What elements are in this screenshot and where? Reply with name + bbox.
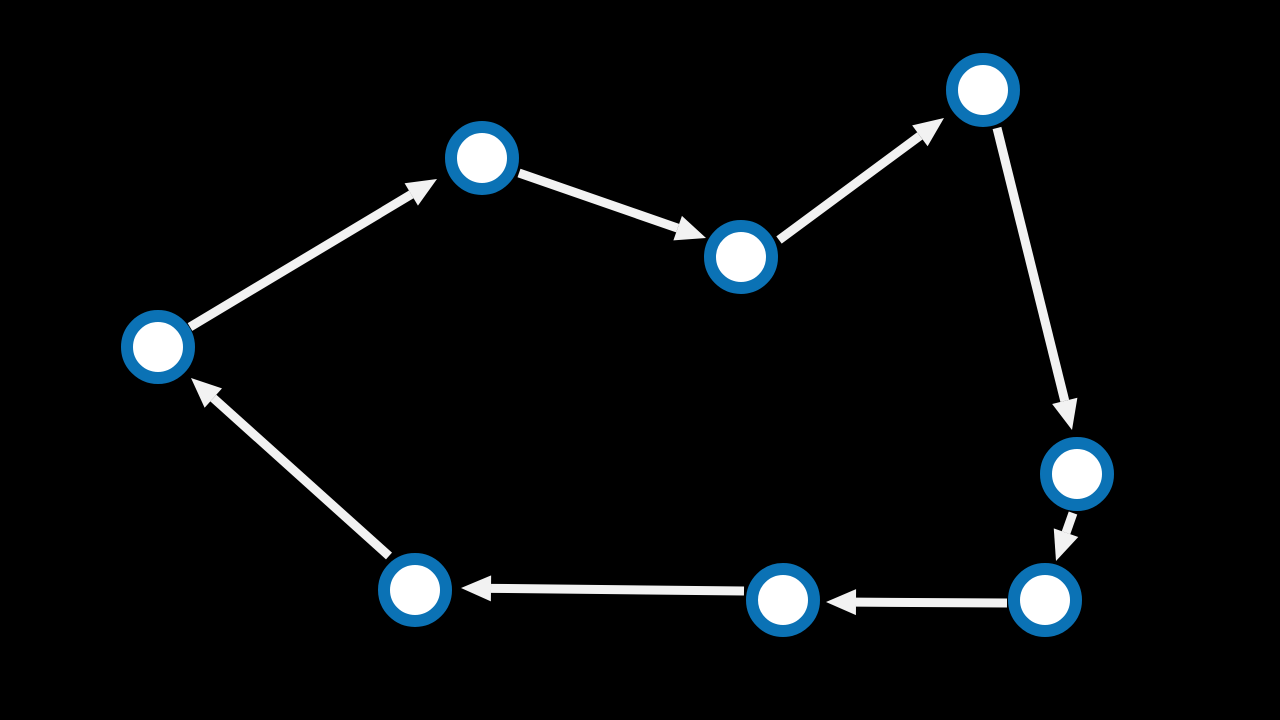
arrowhead-icon [404, 179, 437, 206]
graph-node[interactable] [121, 310, 195, 384]
edge-line [490, 583, 745, 596]
node-circle [121, 310, 195, 384]
graph-edge[interactable] [461, 575, 745, 602]
arrowhead-icon [461, 575, 492, 602]
arrowhead-icon [1053, 528, 1079, 561]
edge-line [855, 597, 1008, 608]
node-circle [378, 553, 452, 627]
edge-line [1061, 511, 1078, 535]
node-circle [704, 220, 778, 294]
graph-edge[interactable] [187, 179, 437, 331]
graph-edge[interactable] [992, 126, 1078, 430]
graph-node[interactable] [704, 220, 778, 294]
node-circle [1008, 563, 1082, 637]
edge-line [187, 190, 414, 331]
node-circle [746, 563, 820, 637]
node-circle [946, 53, 1020, 127]
edge-line [517, 168, 680, 233]
graph-node[interactable] [946, 53, 1020, 127]
nodes-layer [121, 53, 1114, 637]
graph-edge[interactable] [1053, 511, 1079, 562]
arrowhead-icon [826, 589, 857, 616]
graph-node[interactable] [746, 563, 820, 637]
graph-node[interactable] [378, 553, 452, 627]
arrowhead-icon [1052, 397, 1078, 430]
arrowhead-icon [191, 378, 222, 408]
edge-line [210, 394, 393, 560]
graph-node[interactable] [1040, 437, 1114, 511]
edge-line [776, 132, 923, 244]
arrowhead-icon [673, 215, 706, 241]
graph-edge[interactable] [776, 118, 944, 244]
graph-node[interactable] [445, 121, 519, 195]
graph-node[interactable] [1008, 563, 1082, 637]
node-circle [1040, 437, 1114, 511]
graph-edge[interactable] [517, 168, 706, 241]
graph-edge[interactable] [826, 589, 1008, 616]
graph-edge[interactable] [191, 378, 393, 560]
edges-layer [187, 118, 1079, 616]
node-circle [445, 121, 519, 195]
arrowhead-icon [912, 118, 944, 147]
edge-line [992, 126, 1070, 402]
